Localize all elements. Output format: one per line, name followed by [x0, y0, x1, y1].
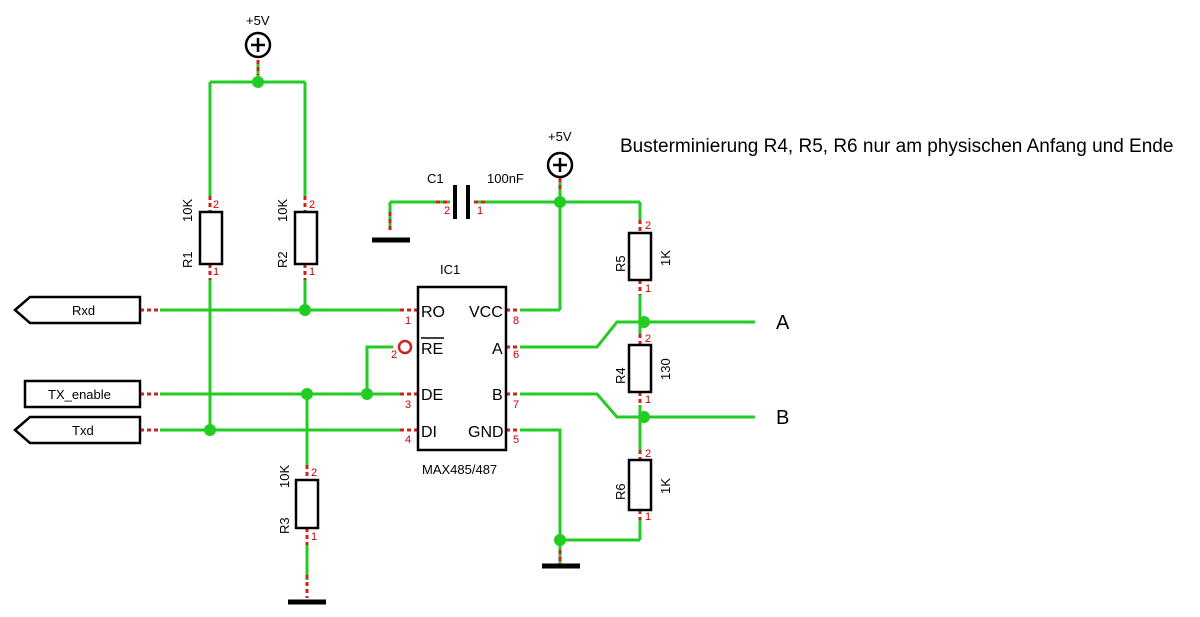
pin-stubs: [140, 60, 642, 598]
ic-pin-vcc: VCC: [469, 304, 503, 321]
ic-re-inversion-bubble: [397, 339, 413, 355]
svg-text:Rxd: Rxd: [72, 303, 95, 318]
junction-dot: [301, 388, 313, 400]
svg-text:2: 2: [309, 199, 315, 211]
capacitor-c1: C1 100nF 2 1: [427, 171, 524, 219]
svg-text:2: 2: [444, 205, 450, 217]
ic-pin-ro: RO: [421, 304, 445, 321]
junction-dot: [204, 424, 216, 436]
svg-text:1K: 1K: [658, 478, 673, 494]
ic-pin-gnd: GND: [468, 424, 504, 441]
svg-text:1: 1: [477, 205, 483, 217]
svg-text:R1: R1: [180, 251, 195, 268]
svg-text:+5V: +5V: [246, 13, 270, 28]
ic-pin-de: DE: [421, 387, 443, 404]
svg-text:10K: 10K: [277, 465, 292, 488]
bus-line-a: A: [776, 312, 790, 334]
ic-max485: IC1 MAX485/487 RO 1 RE 2 DE 3 DI 4 VCC 8…: [391, 262, 519, 477]
svg-text:1: 1: [645, 511, 651, 523]
svg-text:100nF: 100nF: [487, 171, 524, 186]
svg-text:R6: R6: [613, 483, 628, 500]
bus-line-b: B: [776, 407, 789, 429]
junction-dot: [299, 304, 311, 316]
ic-pin-di: DI: [421, 424, 437, 441]
resistor-r5: 2 1 R5 1K: [613, 220, 673, 295]
svg-text:5: 5: [513, 434, 519, 446]
svg-text:2: 2: [645, 448, 651, 460]
svg-text:C1: C1: [427, 171, 444, 186]
junction-dot: [638, 411, 650, 423]
ic-pin-a: A: [492, 341, 503, 358]
svg-text:10K: 10K: [275, 199, 290, 222]
svg-text:1: 1: [405, 315, 411, 327]
junction-dot: [554, 196, 566, 208]
svg-text:+5V: +5V: [548, 129, 572, 144]
svg-text:2: 2: [311, 467, 317, 479]
ic-pin-b: B: [492, 387, 503, 404]
svg-text:2: 2: [645, 333, 651, 345]
svg-text:Txd: Txd: [72, 423, 94, 438]
junction-dot: [638, 316, 650, 328]
supply-5v-right: +5V: [546, 129, 574, 179]
svg-text:R3: R3: [277, 517, 292, 534]
port-rxd: Rxd: [13, 295, 142, 325]
svg-text:R5: R5: [613, 255, 628, 272]
ic-pin-re: RE: [421, 341, 443, 358]
svg-text:10K: 10K: [180, 199, 195, 222]
svg-text:1: 1: [309, 266, 315, 278]
svg-text:2: 2: [213, 199, 219, 211]
ic-ref: IC1: [440, 262, 460, 277]
junction-dot: [361, 388, 373, 400]
supply-5v-top: +5V: [244, 13, 272, 59]
svg-text:4: 4: [405, 434, 411, 446]
svg-text:3: 3: [405, 399, 411, 411]
port-tx-enable: TX_enable: [23, 379, 142, 409]
junctions: [204, 76, 650, 546]
ic-part: MAX485/487: [422, 462, 497, 477]
svg-text:R2: R2: [275, 251, 290, 268]
junction-dot: [554, 534, 566, 546]
junction-dot: [252, 76, 264, 88]
svg-text:R4: R4: [613, 367, 628, 384]
resistor-r3: 2 1 10K R3: [277, 465, 320, 543]
svg-text:1: 1: [311, 531, 317, 543]
resistor-r4: 2 1 R4 130: [613, 333, 673, 406]
svg-text:2: 2: [645, 220, 651, 232]
svg-text:8: 8: [513, 315, 519, 327]
resistor-r1: 2 1 10K R1: [180, 199, 224, 278]
svg-text:TX_enable: TX_enable: [48, 387, 111, 402]
port-txd: Txd: [13, 415, 142, 445]
termination-note: Busterminierung R4, R5, R6 nur am physis…: [620, 136, 1173, 157]
svg-text:130: 130: [658, 358, 673, 380]
resistor-r6: 2 1 R6 1K: [613, 448, 673, 523]
svg-text:1: 1: [645, 394, 651, 406]
svg-text:1K: 1K: [658, 250, 673, 266]
svg-text:1: 1: [645, 283, 651, 295]
svg-text:6: 6: [513, 349, 519, 361]
resistor-r2: 2 1 10K R2: [275, 199, 319, 278]
svg-text:2: 2: [391, 349, 397, 361]
svg-text:7: 7: [513, 399, 519, 411]
svg-text:1: 1: [213, 266, 219, 278]
